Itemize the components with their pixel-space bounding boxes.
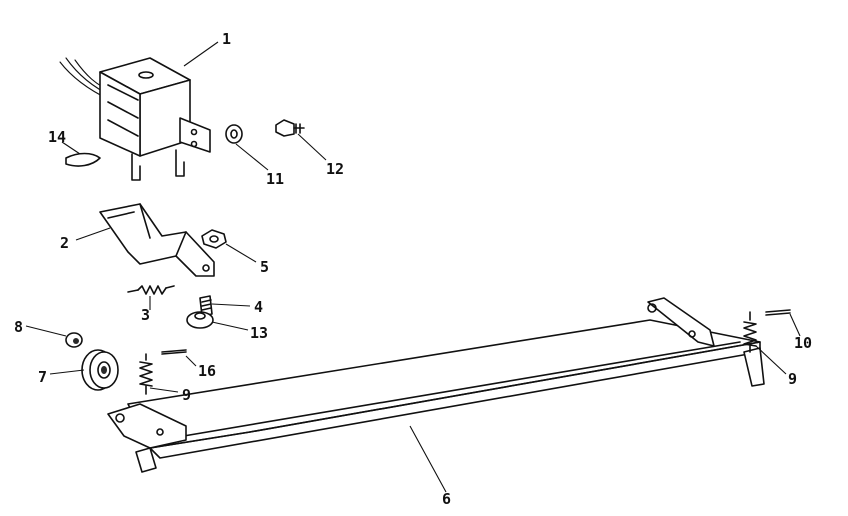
spring-part-right bbox=[743, 311, 757, 353]
small-washer-part bbox=[65, 332, 83, 348]
washer-part bbox=[225, 124, 243, 144]
callout-14: 14 bbox=[48, 128, 66, 146]
callout-8: 8 bbox=[14, 318, 23, 336]
pin-part-left bbox=[161, 349, 187, 355]
stud-part bbox=[199, 295, 213, 317]
callout-13: 13 bbox=[250, 324, 268, 342]
pulley-part bbox=[81, 349, 119, 391]
long-arm-part bbox=[107, 297, 765, 473]
callout-7: 7 bbox=[38, 368, 47, 386]
solenoid-coil-part bbox=[59, 57, 211, 181]
pin-part-right bbox=[765, 309, 791, 316]
callout-1: 1 bbox=[222, 30, 231, 48]
callout-4: 4 bbox=[254, 298, 263, 316]
bracket-part bbox=[99, 203, 215, 277]
callout-6: 6 bbox=[442, 490, 451, 508]
roller-base-part bbox=[186, 311, 214, 329]
callout-2: 2 bbox=[60, 234, 69, 252]
callout-5: 5 bbox=[260, 258, 269, 276]
callout-labels: 1 2 3 4 5 6 7 8 9 9 10 11 12 13 14 16 bbox=[14, 30, 812, 508]
clip-part bbox=[65, 152, 101, 167]
spring-part-left bbox=[139, 353, 153, 395]
leader-lines bbox=[25, 41, 801, 493]
callout-10: 10 bbox=[794, 334, 812, 352]
callout-12: 12 bbox=[326, 160, 344, 178]
small-spring-part bbox=[127, 285, 175, 295]
callout-11: 11 bbox=[266, 170, 284, 188]
callout-16: 16 bbox=[198, 362, 216, 380]
hex-nut-part bbox=[201, 229, 227, 249]
screw-part bbox=[275, 119, 305, 137]
callout-9-right: 9 bbox=[788, 370, 797, 388]
callout-3: 3 bbox=[141, 306, 150, 324]
callout-9-left: 9 bbox=[182, 386, 191, 404]
